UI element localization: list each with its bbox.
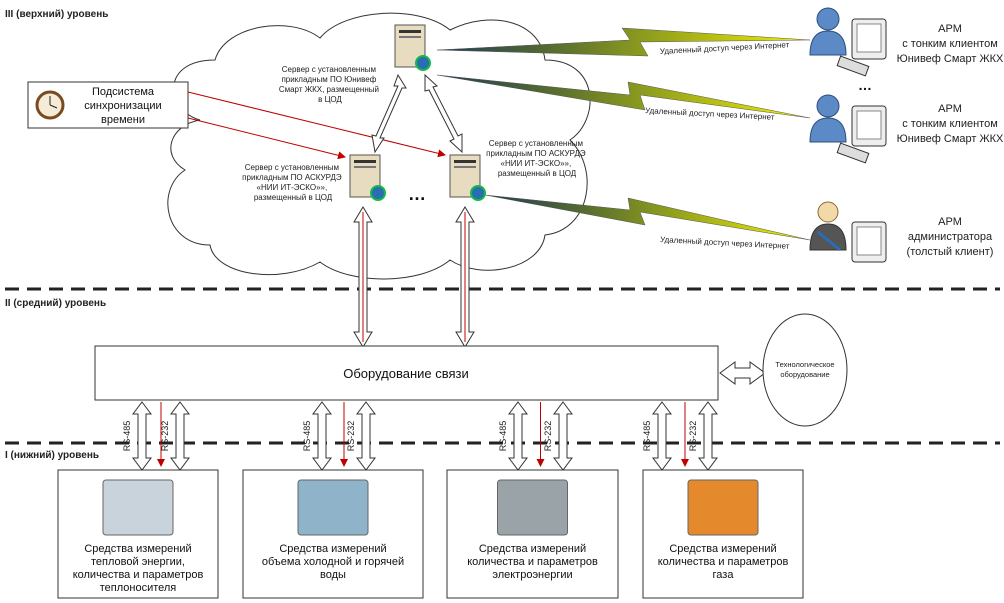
interface-label: RS-485 xyxy=(642,421,652,452)
sync-arrow xyxy=(187,91,446,158)
interface-arrow xyxy=(132,401,152,471)
level-top-label: III (верхний) уровень xyxy=(5,9,108,20)
server-icon-top xyxy=(394,24,431,71)
level-middle-label: II (средний) уровень xyxy=(5,298,106,309)
server-icon-right xyxy=(449,154,486,201)
remote-access-label: Удаленный доступ через Интернет xyxy=(660,40,790,56)
server-top-label: в ЦОД xyxy=(318,95,342,104)
device-icon xyxy=(497,479,568,536)
sync-arrow xyxy=(187,117,346,160)
interface-label: RS-485 xyxy=(122,421,132,452)
interface-arrow xyxy=(652,401,672,471)
level-bottom-label: I (нижний) уровень xyxy=(5,450,99,461)
comm-equipment-box xyxy=(94,345,719,401)
remote-access-label: Удаленный доступ через Интернет xyxy=(660,235,790,251)
interface-label: RS-485 xyxy=(498,421,508,452)
server-left-label: прикладным ПО АСКУРДЭ xyxy=(242,173,342,182)
server-icon-left xyxy=(349,154,386,201)
tech-link-arrow xyxy=(719,361,766,385)
interface-label: RS-232 xyxy=(346,421,356,452)
device-icon xyxy=(297,479,369,536)
server-top-label: Смарт ЖКХ, размещенный xyxy=(279,85,379,94)
interface-label: RS-232 xyxy=(688,421,698,452)
comm-equipment-label: Оборудование связи xyxy=(343,366,469,381)
time-sync-subsystem: Подсистема синхронизации времени xyxy=(27,81,189,129)
interface-arrow xyxy=(170,401,190,471)
server-left-label: Сервер с установленным xyxy=(245,163,339,172)
interface-label: RS-232 xyxy=(160,421,170,452)
server-top-label: Сервер с установленным xyxy=(282,65,376,74)
user-icon xyxy=(809,7,887,77)
server-right-label: размещенный в ЦОД xyxy=(498,169,577,178)
interface-arrow xyxy=(312,401,332,471)
interface-arrow xyxy=(356,401,376,471)
tech-equipment xyxy=(762,313,848,427)
sync-line: синхронизации xyxy=(84,100,161,112)
interface-arrow xyxy=(508,401,528,471)
server-right-label: прикладным ПО АСКУРДЭ xyxy=(486,149,586,158)
sync-line: Подсистема xyxy=(92,86,155,98)
user-icon xyxy=(809,94,887,164)
admin-icon xyxy=(809,201,887,263)
server-right-label: «НИИ ИТ-ЭСКО»», xyxy=(501,159,572,168)
server-left-label: размещенный в ЦОД xyxy=(254,193,333,202)
svg-text:Сервер с установленным при: Сервер с установленным прикладным ПО АСК… xyxy=(486,139,588,178)
sync-line: времени xyxy=(101,114,145,126)
clock-icon xyxy=(35,90,65,120)
server-top-label: прикладным ПО Юнивеф xyxy=(281,75,376,84)
workstation-ellipsis: … xyxy=(858,77,872,93)
svg-text:Сервер с установленным при: Сервер с установленным прикладным ПО Юни… xyxy=(279,65,381,104)
interface-label: RS-232 xyxy=(543,421,553,452)
device-icon xyxy=(102,479,174,536)
server-left-label: «НИИ ИТ-ЭСКО»», xyxy=(257,183,328,192)
svg-text:Сервер с установленным при: Сервер с установленным прикладным ПО АСК… xyxy=(242,163,344,202)
interface-label: RS-485 xyxy=(302,421,312,452)
server-ellipsis: … xyxy=(408,184,426,204)
interface-arrow xyxy=(553,401,573,471)
remote-access-links xyxy=(436,27,811,241)
interface-arrow xyxy=(698,401,718,471)
device-icon xyxy=(687,479,759,536)
server-right-label: Сервер с установленным xyxy=(489,139,583,148)
